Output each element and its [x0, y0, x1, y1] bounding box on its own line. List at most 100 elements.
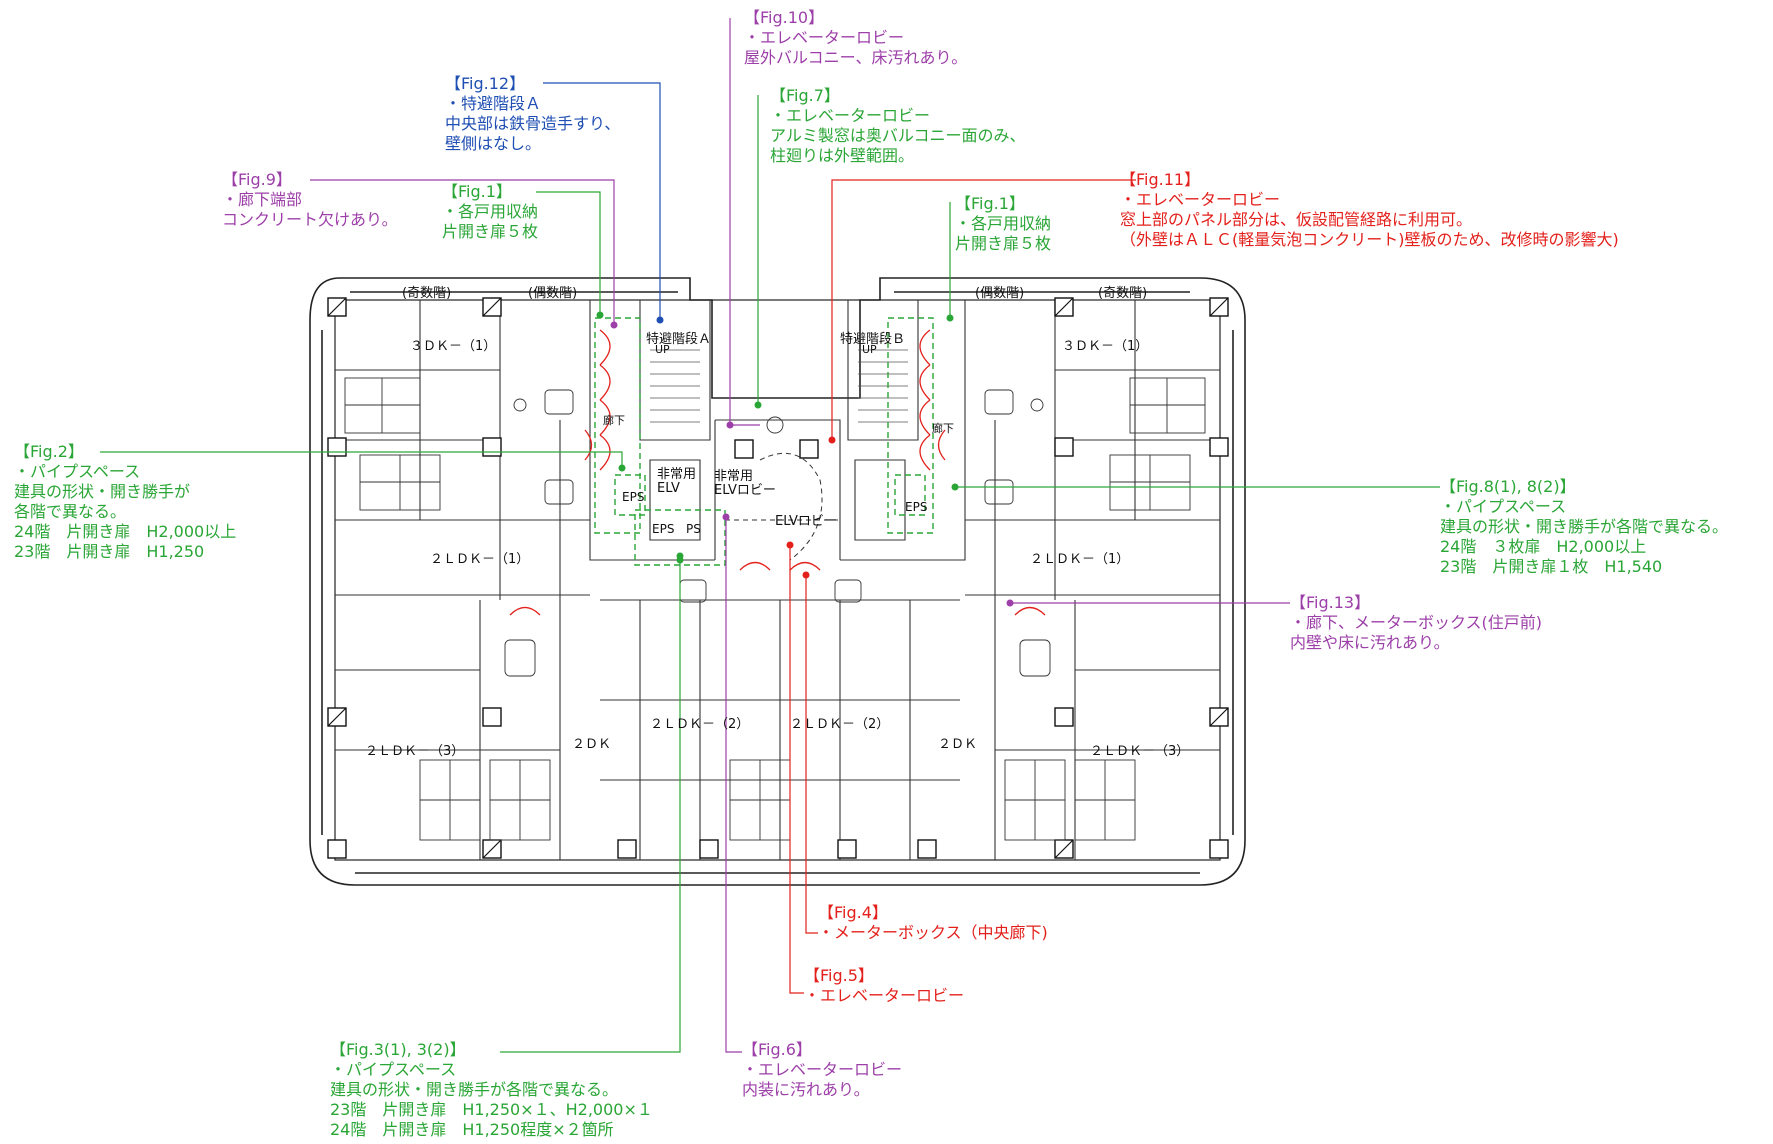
annotation-line: 建具の形状・開き勝手が各階で異なる。 [1440, 517, 1729, 536]
annotation-line: 片開き扉５枚 [955, 234, 1052, 253]
unit-2ldk2-right-label: ２ＬＤＫ－（2） [790, 717, 890, 732]
emergency-elevator-lobby-label: 非常用 ELVロビー [714, 469, 776, 498]
annotation-heading: 【Fig.6】 [742, 1040, 812, 1059]
annotation-line: 窓上部のパネル部分は、仮設配管経路に利用可。 [1120, 210, 1473, 229]
annotation-line: ・パイプスペース [14, 462, 141, 481]
annotation-line: ・エレベーターロビー [770, 106, 931, 125]
emergency-elevator-label: 非常用 ELV [657, 467, 697, 496]
annotation-fig6: 【Fig.6】・エレベーターロビー内装に汚れあり。 [742, 1040, 902, 1100]
annotation-fig5: 【Fig.5】・エレベーターロビー [804, 966, 964, 1006]
annotation-line: ・廊下、メーターボックス(住戸前) [1290, 613, 1543, 632]
annotation-line: 24階 ３枚扉 H2,000以上 [1440, 537, 1647, 556]
annotation-line: 内壁や床に汚れあり。 [1290, 633, 1450, 652]
building-outline [309, 277, 1246, 886]
corridor-right-label: 廊下 [932, 422, 954, 435]
annotation-heading: 【Fig.11】 [1120, 170, 1201, 189]
annotation-line: ・廊下端部 [222, 190, 303, 209]
annotation-line: 23階 片開き扉 H1,250×１、H2,000×１ [330, 1100, 653, 1119]
sanitary-fixtures [504, 389, 1051, 677]
annotation-line: 24階 片開き扉 H1,250程度×２箇所 [330, 1120, 614, 1139]
annotation-fig2: 【Fig.2】・パイプスペース建具の形状・開き勝手が各階で異なる。24階 片開き… [14, 442, 236, 562]
eps-right-label: EPS [905, 500, 928, 514]
annotation-line: ・エレベーターロビー [1120, 190, 1281, 209]
annotation-line: ・パイプスペース [1440, 497, 1567, 516]
annotation-line: コンクリート欠けあり。 [222, 210, 398, 229]
annotation-heading: 【Fig.8(1), 8(2)】 [1440, 477, 1576, 496]
red-doors [509, 329, 1046, 616]
annotation-line: 建具の形状・開き勝手が各階で異なる。 [330, 1080, 619, 1099]
tatami-rooms [344, 377, 1206, 841]
annotation-heading: 【Fig.2】 [14, 442, 84, 461]
stair-a-up-label: UP [655, 343, 670, 356]
unit-2ldk1-right-label: ２ＬＤＫ－（1） [1030, 552, 1130, 567]
annotation-line: ・メーターボックス（中央廊下) [818, 923, 1048, 942]
annotation-fig9: 【Fig.9】・廊下端部コンクリート欠けあり。 [222, 170, 398, 230]
annotation-heading: 【Fig.9】 [222, 170, 292, 189]
annotation-fig11: 【Fig.11】・エレベーターロビー窓上部のパネル部分は、仮設配管経路に利用可。… [1120, 170, 1619, 250]
annotation-line: 23階 片開き扉 H1,250 [14, 542, 205, 561]
even-floor-left-label: (偶数階) [528, 286, 578, 301]
annotation-line: 24階 片開き扉 H2,000以上 [14, 522, 237, 541]
annotation-fig7: 【Fig.7】・エレベーターロビーアルミ製窓は奥バルコニー面のみ、柱廻りは外壁範… [770, 86, 1026, 166]
annotation-fig3: 【Fig.3(1), 3(2)】・パイプスペース建具の形状・開き勝手が各階で異な… [330, 1040, 653, 1140]
annotation-heading: 【Fig.1】 [442, 182, 512, 201]
unit-2dk-right-label: ２ＤＫ [938, 737, 978, 752]
annotation-line: ・各戸用収納 [442, 202, 539, 221]
stair-b-up-label: UP [862, 343, 877, 356]
annotation-line: （外壁はＡＬＣ(軽量気泡コンクリート)壁板のため、改修時の影響大) [1120, 230, 1619, 249]
unit-2ldk3-left-label: ２ＬＤＫ－（3） [365, 744, 465, 759]
annotation-heading: 【Fig.12】 [445, 74, 526, 93]
annotation-line: アルミ製窓は奥バルコニー面のみ、 [770, 126, 1026, 145]
annotation-line: 屋外バルコニー、床汚れあり。 [744, 48, 968, 67]
annotation-fig1-left: 【Fig.1】・各戸用収納片開き扉５枚 [442, 182, 538, 242]
interior-walls [335, 300, 1220, 860]
annotation-heading: 【Fig.10】 [744, 8, 825, 27]
odd-floor-right-label: (奇数階) [1098, 286, 1148, 301]
annotation-line: 建具の形状・開き勝手が [14, 482, 191, 501]
unit-2ldk1-left-label: ２ＬＤＫ－（1） [430, 552, 530, 567]
eps-center-label: EPS [652, 522, 675, 536]
unit-2dk-left-label: ２ＤＫ [572, 737, 612, 752]
annotation-line: ・エレベーターロビー [744, 28, 905, 47]
annotation-line: 壁側はなし。 [445, 134, 542, 153]
annotation-line: ・パイプスペース [330, 1060, 457, 1079]
stair-treads [650, 349, 908, 423]
annotation-heading: 【Fig.5】 [804, 966, 874, 985]
annotation-line: ・特避階段Ａ [445, 94, 542, 113]
annotation-line: ・各戸用収納 [955, 214, 1052, 233]
unit-3dk-left-label: ３ＤＫ－（1） [410, 339, 497, 354]
column-diagonals [327, 297, 1229, 859]
columns [327, 297, 1229, 859]
odd-floor-left-label: (奇数階) [402, 286, 452, 301]
corridor-left-label: 廊下 [603, 414, 625, 427]
elevator-lobby-label: ELVロビー [775, 514, 837, 529]
ps-center-label: PS [686, 522, 701, 536]
annotation-heading: 【Fig.7】 [770, 86, 840, 105]
annotation-fig10: 【Fig.10】・エレベーターロビー屋外バルコニー、床汚れあり。 [744, 8, 967, 68]
annotation-heading: 【Fig.4】 [818, 903, 888, 922]
annotation-heading: 【Fig.1】 [955, 194, 1025, 213]
stair-a-label: 特避階段Ａ [646, 332, 712, 347]
annotation-line: 23階 片開き扉１枚 H1,540 [1440, 557, 1663, 576]
annotation-heading: 【Fig.3(1), 3(2)】 [330, 1040, 466, 1059]
eps-left-label: EPS [622, 490, 645, 504]
even-floor-right-label: (偶数階) [975, 286, 1025, 301]
annotation-fig1-right: 【Fig.1】・各戸用収納片開き扉５枚 [955, 194, 1051, 254]
annotation-line: 各階で異なる。 [14, 502, 127, 521]
annotation-heading: 【Fig.13】 [1290, 593, 1371, 612]
annotation-line: 柱廻りは外壁範囲。 [770, 146, 915, 165]
annotation-line: 内装に汚れあり。 [742, 1080, 870, 1099]
annotation-line: ・エレベーターロビー [742, 1060, 903, 1079]
annotation-fig8: 【Fig.8(1), 8(2)】・パイプスペース建具の形状・開き勝手が各階で異な… [1440, 477, 1728, 577]
unit-3dk-right-label: ３ＤＫ－（1） [1062, 339, 1149, 354]
annotation-fig13: 【Fig.13】・廊下、メーターボックス(住戸前)内壁や床に汚れあり。 [1290, 593, 1542, 653]
annotation-line: ・エレベーターロビー [804, 986, 965, 1005]
stair-b-label: 特避階段Ｂ [840, 332, 906, 347]
green-dashed-areas [594, 317, 934, 566]
annotation-line: 片開き扉５枚 [442, 222, 539, 241]
annotation-fig4: 【Fig.4】・メーターボックス（中央廊下) [818, 903, 1048, 943]
unit-2ldk2-left-label: ２ＬＤＫ－（2） [650, 717, 750, 732]
unit-2ldk3-right-label: ２ＬＤＫ－（3） [1090, 744, 1190, 759]
